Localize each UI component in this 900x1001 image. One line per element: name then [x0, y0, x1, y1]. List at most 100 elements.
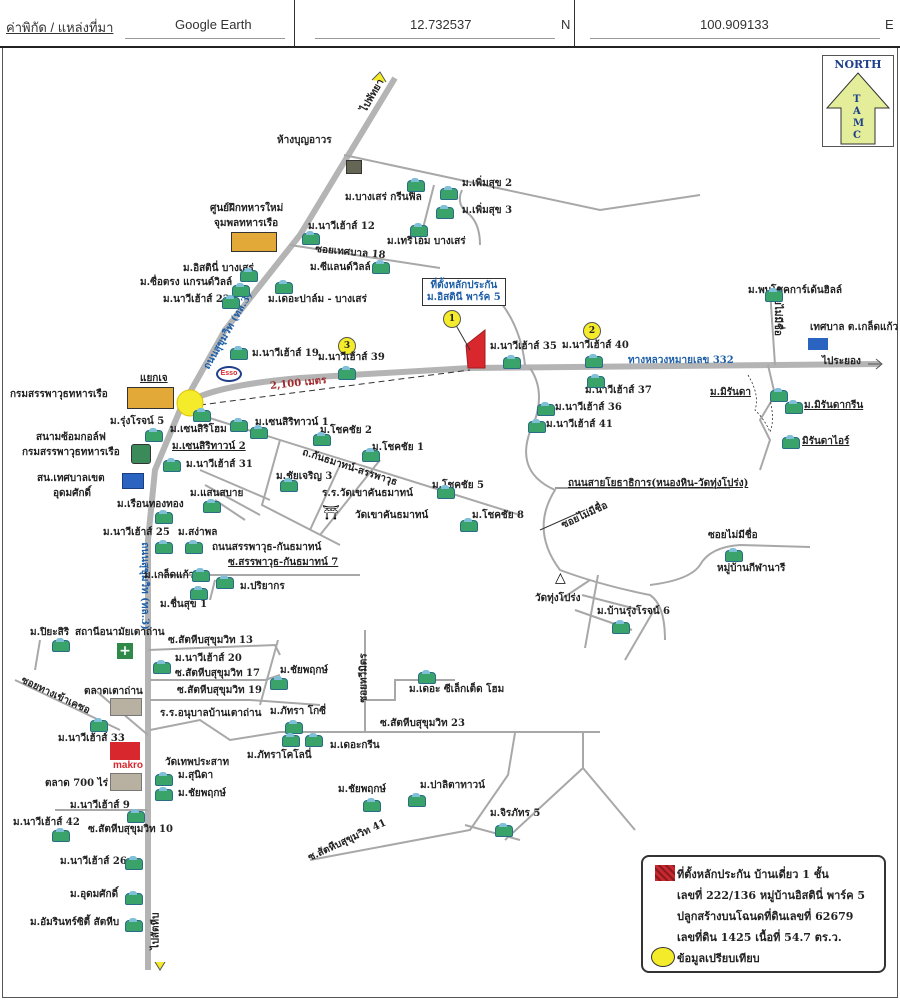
- village-label: ม.สุนิดา: [178, 770, 214, 781]
- village-label: ม.นาวีเฮ้าส์ 19: [252, 348, 319, 359]
- road-label-sattahip10: ซ.สัตหีบสุขุมวิท 10: [88, 824, 173, 835]
- village-label: ม.เดอะกรีน: [330, 740, 380, 751]
- village-label: ม.รุ่งโรจน์ 5: [110, 416, 165, 427]
- comparable-2-label: ม.นาวีเฮ้าส์ 40: [562, 340, 629, 351]
- house-icon: [280, 478, 298, 492]
- arrow-east-icon: [868, 358, 883, 370]
- house-icon: [145, 428, 163, 442]
- village-label: ม.นาวีเฮ้าส์ 41: [546, 419, 613, 430]
- north-letter: A: [853, 106, 861, 117]
- village-label: ม.มิรันดา: [710, 387, 751, 398]
- temple-icon: ⛩: [322, 505, 340, 521]
- coordinate-header: ค่าพิกัด / แหล่งที่มา Google Earth 12.73…: [0, 0, 900, 48]
- house-icon: [460, 518, 478, 532]
- village-label: ม.โชคชัย 2: [320, 425, 373, 436]
- comparable-marker-3: 3: [338, 337, 356, 355]
- house-icon: [190, 586, 208, 600]
- junction-label: แยกเจ: [140, 373, 168, 384]
- village-label: ม.ภัทราโคโลนี่: [247, 750, 312, 761]
- house-icon: [125, 856, 143, 870]
- house-icon: [407, 178, 425, 192]
- map-frame: [2, 48, 898, 998]
- place-market-2: ตลาด 700 ไร่: [45, 778, 108, 789]
- place-training-1: ศูนย์ฝึกทหารใหม่: [210, 203, 284, 214]
- house-icon: [537, 402, 555, 416]
- village-label: ม.แสนสบาย: [190, 488, 244, 499]
- house-icon: [305, 733, 323, 747]
- village-label: ม.เซนสิริทาวน์ 2: [172, 441, 246, 452]
- village-label: ม.ซีแลนด์วิลล์: [310, 262, 371, 273]
- makro-label: makro: [113, 760, 144, 771]
- house-icon: [270, 676, 288, 690]
- source-label: ค่าพิกัด / แหล่งที่มา: [6, 20, 114, 35]
- legend-line-1: ที่ตั้งหลักประกัน บ้านเดี่ยว 1 ชั้น: [677, 868, 829, 881]
- latitude-cell: 12.732537 N: [295, 0, 575, 46]
- house-icon: [153, 660, 171, 674]
- house-icon: [338, 366, 356, 380]
- place-school-2: ร.ร.อนุบาลบ้านเตาถ่าน: [160, 708, 262, 719]
- road-label-sattahip13: ซ.สัตหีบสุขุมวิท 13: [168, 635, 253, 646]
- golf-icon: [131, 444, 151, 464]
- house-icon: [125, 891, 143, 905]
- house-icon: [282, 733, 300, 747]
- village-label: ม.ชัยพฤกษ์: [178, 788, 227, 799]
- village-label: ม.นาวีเฮ้าส์ 26: [60, 856, 127, 867]
- place-golf-2: กรมสรรพาวุธทหารเรือ: [22, 447, 120, 458]
- village-label: มิรันดาไอร์: [802, 436, 850, 447]
- village-label: ม.นาวีเฮ้าส์ 35: [490, 341, 557, 352]
- village-label: ม.เพิ่มสุข 3: [462, 205, 513, 216]
- village-label: ม.บางเสร่ กรีนฟิล: [345, 192, 422, 203]
- house-icon: [785, 400, 803, 414]
- house-icon: [418, 670, 436, 684]
- village-label: ม.มิรันดากรีน: [804, 400, 864, 411]
- village-label: ม.นาวีเฮ้าส์ 9: [70, 800, 130, 811]
- village-label: ม.นาวีเฮ้าส์ 42: [13, 817, 80, 828]
- house-icon: [302, 231, 320, 245]
- village-label: ม.ปาลิตาทาวน์: [420, 780, 485, 791]
- village-label: ม.นาวีเฮ้าส์ 12: [308, 221, 375, 232]
- junction-circle: [176, 389, 204, 417]
- house-icon: [155, 772, 173, 786]
- house-icon: [410, 223, 428, 237]
- village-label: ม.เซนสิริโฮม: [170, 424, 227, 435]
- place-police-2: อุดมศักดิ์: [53, 488, 91, 499]
- longitude-value: 100.909133: [700, 17, 769, 32]
- house-icon: [155, 510, 173, 524]
- north-letter: C: [853, 130, 861, 141]
- legend-line-3: ปลูกสร้างบนโฉนดที่ดินเลขที่ 62679: [677, 910, 854, 923]
- house-icon: [612, 620, 630, 634]
- house-icon: [222, 295, 240, 309]
- road-label-sattahip19: ซ.สัตหีบสุขุมวิท 19: [177, 685, 262, 696]
- latitude-value: 12.732537: [410, 17, 472, 32]
- arrow-north-icon: [371, 71, 387, 83]
- road-label-yotha: ถนนสายโยธาธิการ(หนองหิน-วัดทุ่งโปร่ง): [568, 478, 749, 489]
- village-label: ม.โชคชัย 1: [372, 442, 425, 453]
- comparable-3-label: ม.นาวีเฮ้าส์ 39: [318, 352, 385, 363]
- road-label-hwy332: ทางหลวงหมายเลข 332: [628, 355, 734, 366]
- village-label: ม.ชัยเจริญ 3: [276, 471, 333, 482]
- house-icon: [528, 419, 546, 433]
- village-label: ม.เซนสิริทาวน์ 1: [255, 417, 329, 428]
- house-icon: [203, 499, 221, 513]
- subject-parcel: [465, 328, 486, 369]
- house-icon: [585, 354, 603, 368]
- village-label: ม.ชัยพฤกษ์: [280, 665, 329, 676]
- subject-swatch-icon: [655, 865, 675, 881]
- house-icon: [503, 355, 521, 369]
- house-icon: [90, 718, 108, 732]
- house-icon: [437, 485, 455, 499]
- village-label: ม.สง่าพล: [178, 527, 218, 538]
- place-temple-1: วัดเขาคันธมาทน์: [355, 510, 429, 521]
- arrow-south-icon: [154, 961, 166, 971]
- house-icon: [155, 540, 173, 554]
- village-label: ม.เพิ่มสุข 2: [462, 178, 513, 189]
- village-label: ม.นาวีเฮ้าส์ 36: [555, 402, 622, 413]
- house-icon: [770, 388, 788, 402]
- road-label-sanpha7: ซ.สรรพาวุธ-กันธมาทน์ 7: [228, 557, 339, 568]
- village-label: หมู่บ้านกีฬานารี: [717, 563, 786, 574]
- road-label-to-rayong: ไประยอง: [822, 356, 861, 367]
- latitude-unit: N: [561, 17, 571, 32]
- road-label-to-sattahip: ไปสัตหีบ: [150, 912, 162, 950]
- village-label: ม.เกล็ดแก้ว: [144, 570, 195, 581]
- legend-line-5: ข้อมูลเปรียบเทียบ: [677, 952, 760, 965]
